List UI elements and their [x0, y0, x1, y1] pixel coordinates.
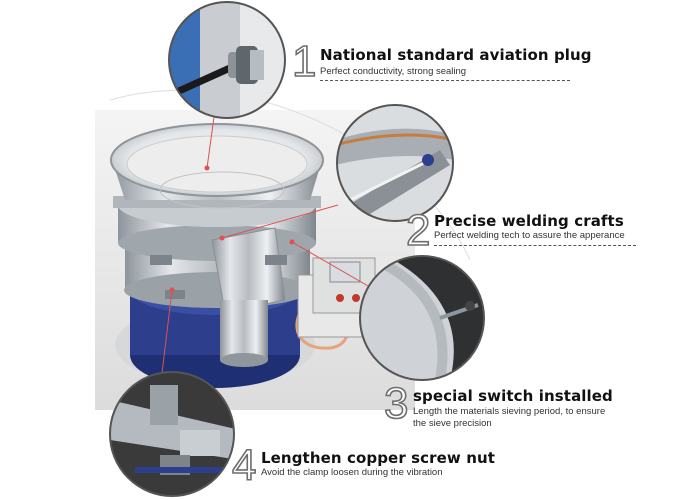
sieve-machine — [110, 123, 324, 388]
feature-description: Perfect conductivity, strong sealing — [320, 66, 467, 77]
feature-number: 4 — [231, 441, 257, 490]
feature-description: Length the materials sieving period, to … — [413, 406, 606, 429]
feature-switch: 3 special switch installed Length the ma… — [383, 379, 624, 432]
feature-number: 2 — [405, 206, 431, 255]
detail-welding — [336, 104, 454, 222]
guide-arc — [109, 89, 471, 261]
feature-number: 1 — [291, 37, 317, 86]
detail-switch — [359, 255, 485, 381]
feature-title: National standard aviation plug — [320, 46, 592, 64]
feature-title: special switch installed — [413, 387, 613, 405]
feature-screw-nut: 4 Lengthen copper screw nut Avoid the cl… — [231, 441, 495, 494]
feature-description: Avoid the clamp loosen during the vibrat… — [261, 467, 443, 478]
feature-title: Lengthen copper screw nut — [261, 449, 496, 467]
feature-number: 3 — [383, 379, 409, 428]
callout-lines — [159, 109, 376, 391]
control-box — [295, 257, 376, 350]
feature-description: Perfect welding tech to assure the apper… — [434, 230, 625, 241]
dashed-divider — [320, 80, 570, 81]
feature-aviation-plug: 1 National standard aviation plug Perfec… — [291, 36, 592, 86]
detail-screw-nut — [109, 371, 235, 497]
feature-title: Precise welding crafts — [434, 212, 624, 230]
feature-welding: 2 Precise welding crafts Perfect welding… — [405, 205, 646, 255]
dashed-divider — [434, 245, 636, 246]
callout-dots — [169, 165, 295, 293]
